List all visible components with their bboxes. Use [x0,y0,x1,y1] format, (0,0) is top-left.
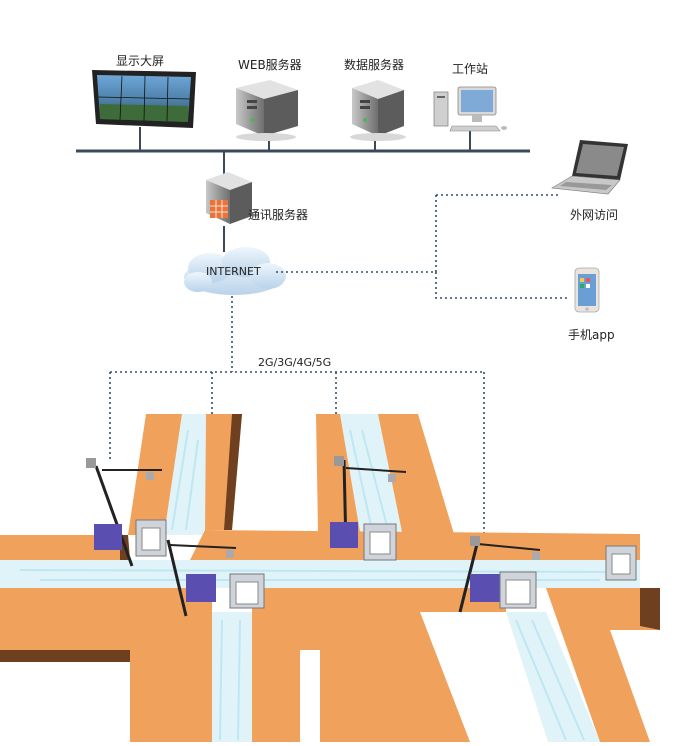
bank-top-lower-left [0,588,212,742]
label-display-wall: 显示大屏 [116,54,165,68]
bank-shadow-3 [640,588,660,630]
water-channel-main [0,560,640,588]
bank-shadow-2 [0,650,130,662]
comm-server-icon [206,172,252,224]
water-channel-bottom-left [206,612,252,742]
water-channel-left [164,414,206,535]
canal-field [0,414,660,742]
label-internet: INTERNET [206,265,261,278]
bank-top-col-mid [316,414,360,532]
label-mobile-app: 手机app [568,328,615,342]
gate-station-5 [605,545,637,581]
water-channel-bottom-right [506,612,600,742]
bank-top-middle-strip [190,530,640,560]
label-network: 2G/3G/4G/5G [258,356,332,369]
web-server-icon [236,80,298,141]
label-comm-server: 通讯服务器 [248,208,309,222]
label-external-access: 外网访问 [570,208,619,222]
label-web-server: WEB服务器 [238,58,302,72]
label-data-server: 数据服务器 [344,58,405,72]
link-phone [435,272,568,299]
bank-top-col-right [378,414,454,534]
workstation-icon [433,86,507,132]
gate-station-3 [330,456,407,561]
water-channel-mid [340,414,402,532]
label-workstation: 工作站 [452,62,489,76]
phone-icon [574,267,600,313]
bank-top-lower-right [546,588,660,742]
gate-station-2 [166,539,265,617]
display-wall-icon [92,70,196,128]
data-server-icon [350,80,406,141]
bank-shadow-1 [224,414,242,530]
bank-top-lower-center [252,588,506,742]
laptop-icon [551,140,628,195]
gate-station-1 [86,458,167,567]
gate-station-4 [458,536,541,613]
internet-cloud-icon [184,247,286,295]
